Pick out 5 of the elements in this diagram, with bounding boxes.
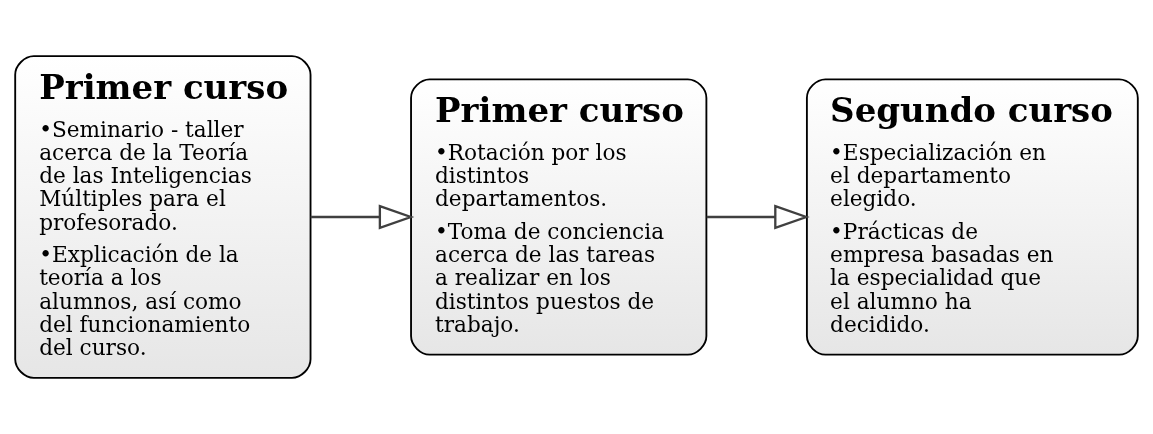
arrow — [706, 204, 810, 230]
node-box: Segundo curso •Especialización en el departamento elegido. •Prácticas de empresa basadas en la especialidad que el alumno ha decidido. — [805, 78, 1139, 356]
node-box: Primer curso •Rotación por los distintos departamentos. •Toma de conciencia acerca de las tareas a realizar en los distintos puestos de trabajo. — [410, 78, 708, 356]
node-box: Primer curso •Seminario - taller acerca de la Teoría de las Inteligencias Múltiples para el profesorado. •Explicación de la teoría a los alumnos, así como del funcionamiento del curso. — [14, 55, 312, 379]
arrow — [310, 204, 415, 230]
